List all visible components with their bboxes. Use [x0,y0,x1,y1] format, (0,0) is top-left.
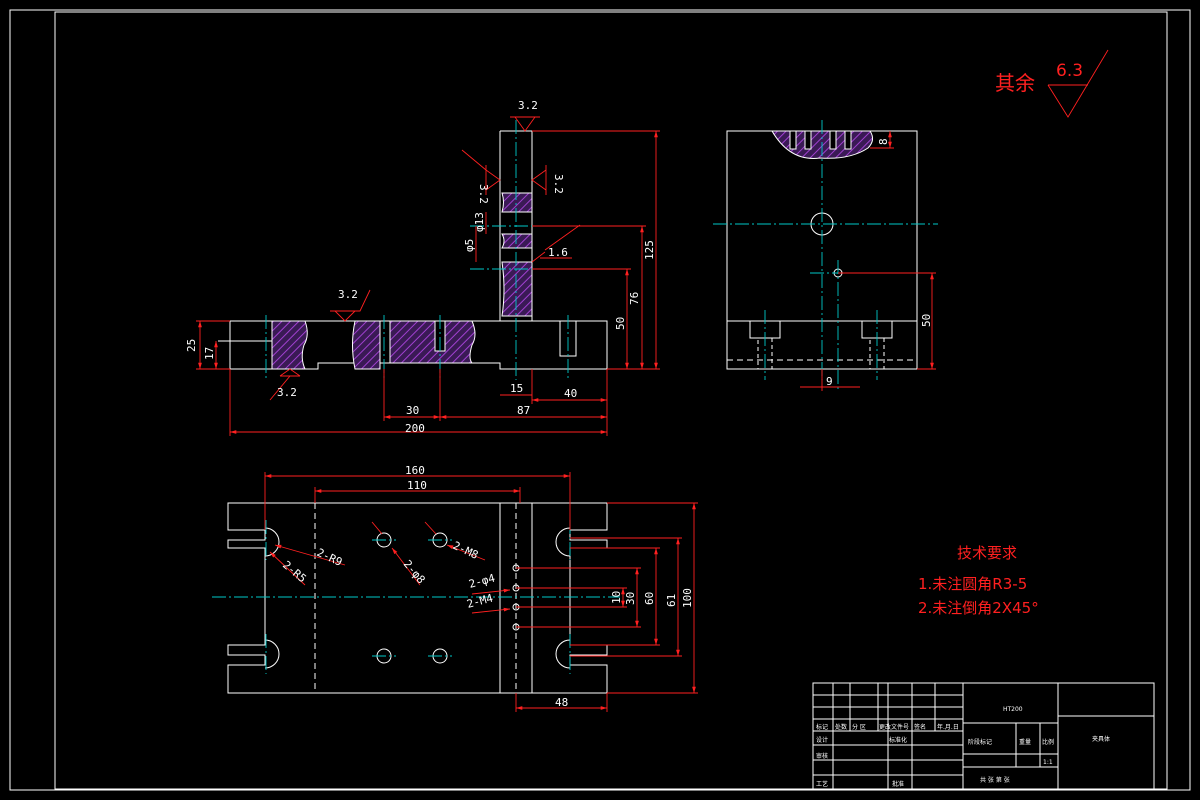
tb-scale: 1:1 [1043,759,1053,766]
part-name: 夹具体 [1092,735,1110,743]
dim-25: 25 [185,339,198,352]
tb-approve: 批准 [892,780,904,788]
section-hatch-center [389,320,476,364]
dim-phi13: φ13 [473,212,486,232]
tb-check: 审核 [816,752,828,760]
top-label-m8: 2-M8 [451,539,481,562]
dim-phi5: φ5 [463,239,476,252]
dim-30: 30 [406,404,419,417]
side-view: 8 50 9 [713,120,938,391]
tech-title: 技术要求 [957,544,1017,562]
dim-76: 76 [628,292,641,305]
top-label-r9: 2-R9 [315,546,345,569]
tb-stage: 阶段标记 [968,738,992,746]
tb-design: 设计 [816,736,828,744]
dim-50: 50 [614,317,627,330]
rough-base-bottom: 3.2 [277,386,297,399]
dim-40: 40 [564,387,577,400]
tb-craft: 工艺 [816,780,828,788]
tb-date: 年.月.日 [937,723,959,731]
dim-125: 125 [643,240,656,260]
tb-weight: 重量 [1019,738,1031,746]
dim-15: 15 [510,382,523,395]
tb-std: 标准化 [889,736,907,744]
top-label-r5: 2-R5 [280,558,309,585]
section-hatch-left [271,320,308,370]
side-dim-8: 8 [877,138,890,145]
rough-left: 3.2 [477,184,490,204]
section-hatch-up1 [501,192,533,213]
side-dim-9: 9 [826,375,833,388]
rough-fine: 1.6 [548,246,568,259]
tb-change: 更改文件号 [879,723,909,731]
section-hatch-mid [352,320,381,370]
top-dim-30: 30 [624,592,637,605]
dim-200: 200 [405,422,425,435]
rough-top: 3.2 [518,99,538,112]
tb-zone: 分 区 [852,723,866,731]
top-dim-48: 48 [555,696,568,709]
roughness-value: 6.3 [1056,61,1083,81]
tech-item-1: 1.未注圆角R3-5 [918,575,1027,593]
section-hatch-up3 [501,261,533,317]
rough-right: 3.2 [552,174,565,194]
material: HT200 [1003,706,1023,713]
title-block: HT200 夹具体 标记 处数 分 区 更改文件号 签名 年.月.日 设计 标准… [812,682,1155,790]
tb-sheets: 共 张 第 张 [980,776,1010,784]
top-dim-110: 110 [407,479,427,492]
tb-count: 处数 [835,723,847,731]
top-dim-160: 160 [405,464,425,477]
front-view: 200 87 30 40 15 25 17 50 76 125 φ13 φ5 3… [185,99,660,436]
top-dim-60: 60 [643,592,656,605]
rest-label: 其余 [995,71,1035,95]
top-dim-100: 100 [681,588,694,608]
top-label-phi4: 2-φ4 [467,571,496,591]
section-hatch-up2 [501,233,533,249]
tech-item-2: 2.未注倒角2X45° [918,599,1039,617]
top-label-m4: 2-M4 [465,591,494,611]
dim-87: 87 [517,404,530,417]
top-dim-10: 10 [610,591,623,604]
sheet-border [9,9,1191,791]
tech-requirements: 技术要求 1.未注圆角R3-5 2.未注倒角2X45° [918,544,1039,617]
tb-sign: 签名 [914,723,926,731]
top-view: 160 110 48 100 61 60 30 10 2-R9 2-R5 2-φ… [212,464,698,712]
dim-17: 17 [203,347,216,360]
top-label-phi8: 2-φ8 [401,558,428,587]
rough-base-top: 3.2 [338,288,358,301]
roughness-note: 其余 6.3 [995,49,1109,118]
side-dim-50: 50 [920,314,933,327]
tb-mark: 标记 [816,723,828,731]
tb-ratio: 比例 [1042,738,1054,746]
top-dim-61: 61 [665,594,678,607]
